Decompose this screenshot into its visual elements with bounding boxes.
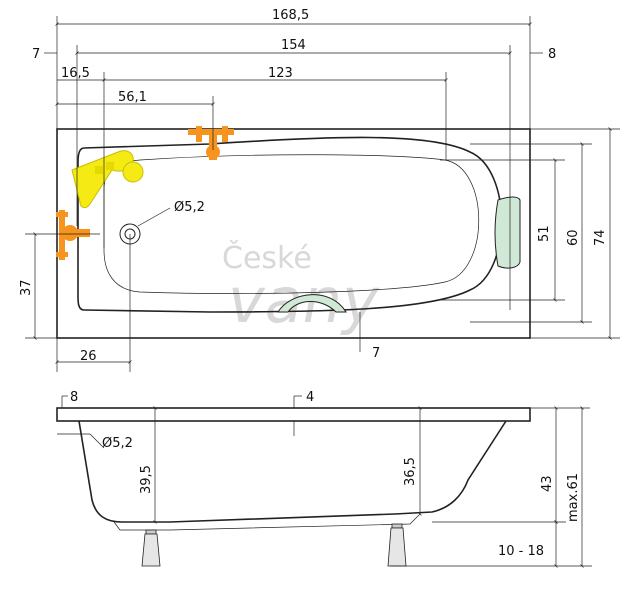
side-base <box>113 513 421 531</box>
dim-depth-right: 36,5 <box>403 457 418 486</box>
side-rim <box>56 407 531 422</box>
dim-height: 43 <box>540 475 555 492</box>
dim-basin-length: 123 <box>268 66 293 81</box>
side-view: 8 4 Ø5,2 39,5 36,5 43 max.61 10 - 18 <box>56 390 592 568</box>
dim-left-rim: 8 <box>70 390 78 405</box>
side-body <box>78 420 507 523</box>
top-view: 168,5 154 123 16,5 56,1 7 8 Ø5,2 26 7 37… <box>19 8 620 372</box>
dim-left-offset: 16,5 <box>61 66 90 81</box>
watermark-line1: České <box>222 239 312 276</box>
top-vertical-dims <box>440 127 620 340</box>
leg-icon-left <box>141 529 161 567</box>
dim-leg-range: 10 - 18 <box>498 544 544 559</box>
dim-depth-left: 39,5 <box>139 465 154 494</box>
dim-drain-height: 37 <box>19 279 34 296</box>
tub-inner-outline <box>77 136 503 313</box>
dim-drain-diameter: Ø5,2 <box>174 200 205 215</box>
dim-rim-thickness: 4 <box>306 390 314 405</box>
dim-max-height: max.61 <box>566 473 581 522</box>
dim-bottom-margin: 7 <box>372 346 380 361</box>
dim-basin-width: 51 <box>537 225 552 242</box>
top-bottom-dims <box>55 234 361 372</box>
headrest-icon <box>494 196 521 269</box>
dim-left-margin: 7 <box>32 47 40 62</box>
dim-overflow-diameter: Ø5,2 <box>102 436 133 451</box>
hand-shower-icon <box>71 150 144 209</box>
side-dims <box>57 395 592 568</box>
watermark: České vany <box>222 239 380 337</box>
side-faucet-icon <box>56 210 90 260</box>
drain-leader <box>137 207 171 227</box>
grip-icon <box>277 294 347 313</box>
dim-inner-length: 154 <box>281 38 306 53</box>
tub-outer-rim <box>56 128 531 339</box>
dim-drain-offset: 26 <box>80 349 97 364</box>
top-horizontal-dims <box>44 16 543 310</box>
leg-icon-right <box>387 523 407 567</box>
tub-basin-outline <box>103 154 480 294</box>
dim-total-width: 74 <box>593 229 608 246</box>
dim-faucet-offset: 56,1 <box>118 90 147 105</box>
dim-right-margin: 8 <box>548 47 556 62</box>
dim-inner-width: 60 <box>566 229 581 246</box>
top-left-vertical-dim <box>25 232 100 340</box>
dim-total-length: 168,5 <box>272 8 309 23</box>
